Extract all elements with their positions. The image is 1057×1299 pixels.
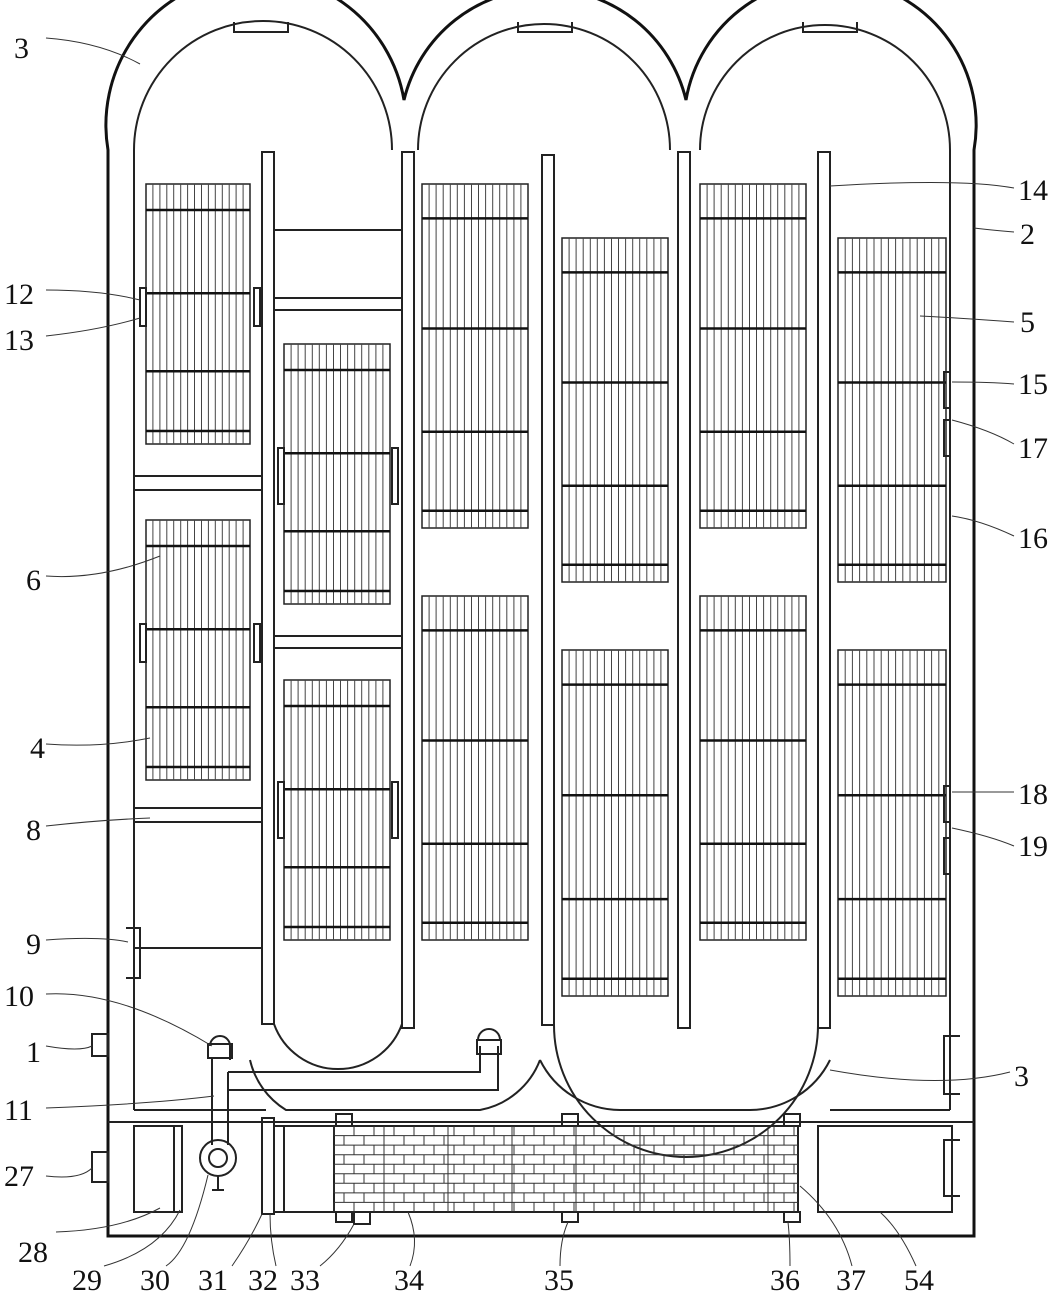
label-34: 34 — [394, 1264, 424, 1297]
side-clips — [139, 287, 951, 875]
label-16: 16 — [1018, 522, 1048, 555]
grid-panel — [145, 519, 251, 781]
grid-panel — [145, 183, 251, 445]
label-10: 10 — [4, 980, 34, 1013]
top-handles — [233, 22, 858, 33]
label-30: 30 — [140, 1264, 170, 1297]
outer-housing — [104, 0, 978, 1238]
grid-panel — [699, 595, 807, 941]
leader-lines — [45, 37, 1015, 1267]
label-19: 19 — [1018, 830, 1048, 863]
grid-panel — [421, 595, 529, 941]
grid-panel — [421, 183, 529, 529]
label-6: 6 — [26, 564, 41, 597]
label-35: 35 — [544, 1264, 574, 1297]
label-54: 54 — [904, 1264, 934, 1297]
grid-panel — [699, 183, 807, 529]
bottom-compartments — [133, 1113, 953, 1225]
divider-walls — [261, 151, 831, 1029]
label-4: 4 — [30, 732, 45, 765]
reference-labels: 3 12 13 6 4 8 9 10 1 11 27 28 29 30 31 3… — [4, 32, 1048, 1297]
label-3-top: 3 — [14, 32, 29, 65]
grid-panel — [283, 679, 391, 941]
brick-grid — [333, 1126, 798, 1212]
label-32: 32 — [248, 1264, 278, 1297]
label-15: 15 — [1018, 368, 1048, 401]
label-11: 11 — [4, 1094, 33, 1127]
label-2: 2 — [1020, 218, 1035, 251]
label-8: 8 — [26, 814, 41, 847]
label-12: 12 — [4, 278, 34, 311]
label-33: 33 — [290, 1264, 320, 1297]
u-channels — [249, 1023, 831, 1158]
label-17: 17 — [1018, 432, 1048, 465]
label-3-right: 3 — [1014, 1060, 1029, 1093]
label-14: 14 — [1018, 174, 1048, 207]
grid-panel — [283, 343, 391, 605]
label-5: 5 — [1020, 306, 1035, 339]
shelves — [134, 229, 402, 949]
label-29: 29 — [72, 1264, 102, 1297]
grid-panel — [837, 237, 947, 583]
pipework — [199, 1028, 502, 1191]
label-36: 36 — [770, 1264, 800, 1297]
label-28: 28 — [18, 1236, 48, 1269]
label-1: 1 — [26, 1036, 41, 1069]
label-13: 13 — [4, 324, 34, 357]
label-31: 31 — [198, 1264, 228, 1297]
grid-panel — [837, 649, 947, 997]
grid-panel — [561, 237, 669, 583]
grid-panels — [145, 183, 947, 997]
grid-panel — [561, 649, 669, 997]
label-18: 18 — [1018, 778, 1048, 811]
label-9: 9 — [26, 928, 41, 961]
label-37: 37 — [836, 1264, 866, 1297]
label-27: 27 — [4, 1160, 34, 1193]
